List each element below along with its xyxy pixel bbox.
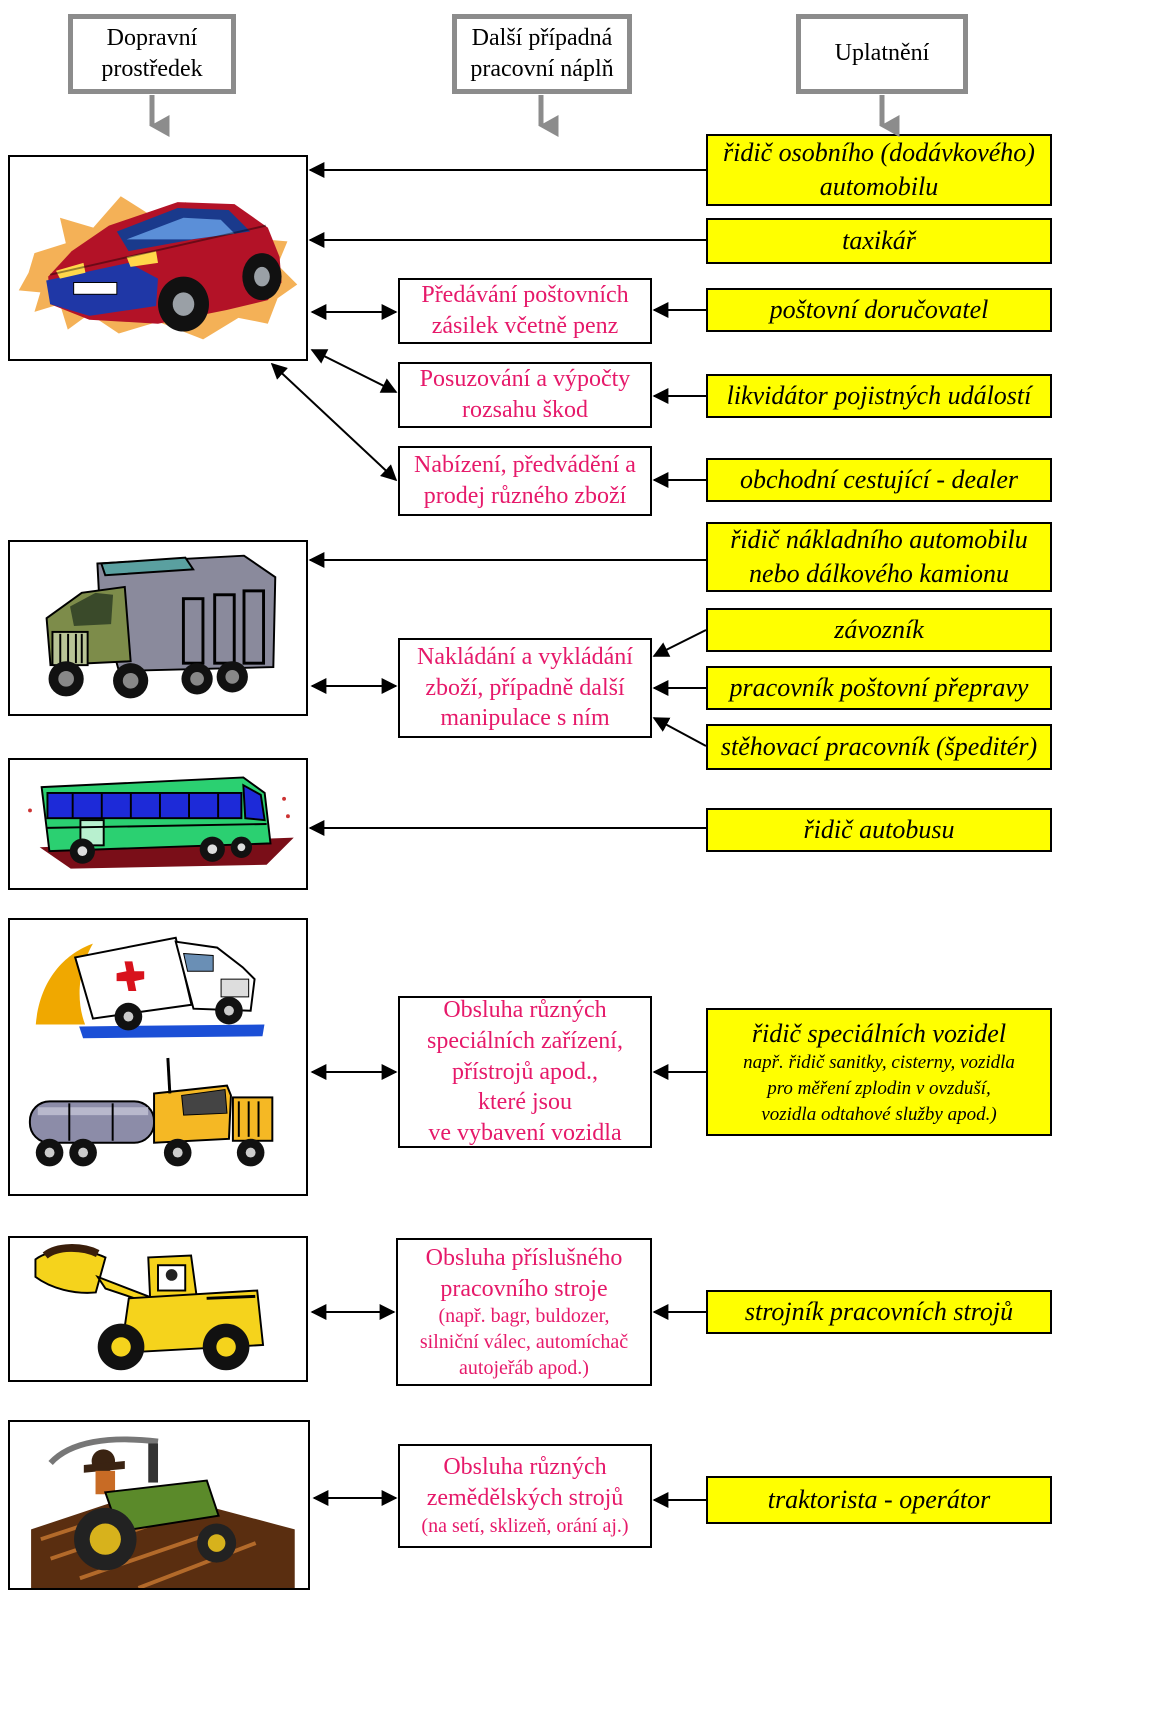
task-agri: Obsluha různých zemědělských strojů (na … [398,1444,652,1548]
vehicle-box-car [8,155,308,361]
arrow-mover [652,717,707,747]
task-post: Předávání poštovních zásilek včetně penz [398,278,652,344]
arrow-loader [652,629,707,657]
job-car-driver: řidič osobního (dodávkového) automobilu [706,134,1052,206]
vehicle-box-special [8,918,308,1196]
vehicle-box-truck [8,540,308,716]
task-special: Obsluha různých speciálních zařízení, př… [398,996,652,1148]
job-machinist: strojník pracovních strojů [706,1290,1052,1334]
arrow-car-sales [270,362,398,482]
bus-clipart [28,776,294,869]
header-tasks: Další případná pracovní náplň [452,14,632,94]
task-loading: Nakládání a vykládání zboží, případně da… [398,638,652,738]
job-salesman: obchodní cestující - dealer [706,458,1052,502]
header-vehicle: Dopravní prostředek [68,14,236,94]
dump-truck-clipart [45,554,277,699]
vehicle-box-tractor [8,1420,310,1590]
job-mover: stěhovací pracovník (špeditér) [706,724,1052,770]
wheel-loader-clipart [34,1244,265,1371]
tractor-clipart [31,1436,295,1588]
job-special-driver: řidič speciálních vozidel např. řidič sa… [706,1008,1052,1136]
job-truck-driver: řidič nákladního automobilu nebo dálkové… [706,522,1052,592]
header-jobs: Uplatnění [796,14,968,94]
ambulance-clipart [28,936,274,1167]
job-adjuster: likvidátor pojistných událostí [706,374,1052,418]
job-post-transport: pracovník poštovní přepravy [706,666,1052,710]
vehicle-box-loader [8,1236,308,1382]
task-sales: Nabízení, předvádění a prodej různého zb… [398,446,652,516]
header-arrows [149,95,900,137]
task-damage: Posuzování a výpočty rozsahu škod [398,362,652,428]
job-bus-driver: řidič autobusu [706,808,1052,852]
vehicle-box-bus [8,758,308,890]
job-tractorist: traktorista - operátor [706,1476,1052,1524]
job-postman: poštovní doručovatel [706,288,1052,332]
car-clipart [18,196,298,340]
job-taxi: taxikář [706,218,1052,264]
arrow-car-damage [310,349,398,393]
job-loader: závozník [706,608,1052,652]
tanker-truck-clipart [28,1057,274,1167]
task-machine: Obsluha příslušného pracovního stroje (n… [396,1238,652,1386]
